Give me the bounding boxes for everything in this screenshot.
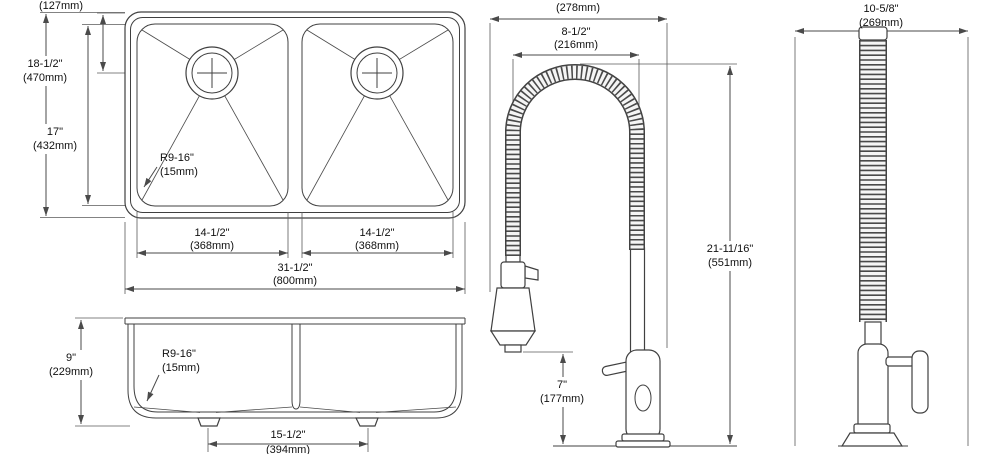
dim-spray-clearance-mm-label: (177mm) [540,393,584,405]
sink-outer-rim [124,11,466,219]
dim-bowl-front-back-in-label: 17" [47,126,63,138]
sink-front-divider [291,324,301,410]
dim-faucet-height-mm-label: (551mm) [708,257,752,269]
spray-head-trigger [524,265,539,281]
leader-corner-radius [143,166,158,188]
dim-side-overall-width-in-label: 10-5/8" [863,3,898,15]
dim-corner-radius-mm-label: (15mm) [160,166,198,178]
side-handle-paddle [911,350,929,414]
dim-spout-reach-mm-label: (216mm) [554,39,598,51]
dim-bowl-depth-in-label: 9" [66,352,76,364]
sink-inner-rim [130,17,460,213]
spray-head-cone [490,287,536,332]
sink-front-inner-profile [133,324,457,413]
dim-drain-spacing-mm-label: (394mm) [266,444,310,454]
dim-corner-radius-in-label: R9-16" [160,152,194,164]
side-handle-stem [885,356,915,367]
sink-front-view: 9" (229mm) R9-16" (15mm) 15-1/2" (394mm) [40,317,466,454]
dim-spout-reach-in-label: 8-1/2" [562,26,591,38]
faucet-side-view: 10-5/8" (269mm) [794,3,969,447]
dim-spray-clearance-in-label: 7" [557,379,567,391]
dim-faucet-height-in-label: 21-11/16" [707,243,754,255]
left-drain-front [197,417,221,427]
dim-faucet-overall-width-mm-label: (278mm) [556,2,600,14]
right-bowl [301,23,454,207]
dim-bowl-front-back-mm-label: (432mm) [33,140,77,152]
dim-rim-to-drain-mm-label: (127mm) [39,0,83,12]
dim-drain-spacing-in-label: 15-1/2" [270,429,305,441]
faucet-base-collar [621,433,665,442]
dim-right-bowl-width-in-label: 14-1/2" [359,227,394,239]
spray-head-nozzle [504,344,522,353]
faucet-riser-pipe [629,247,646,355]
dim-left-bowl-width-mm-label: (368mm) [190,240,234,252]
faucet-body-detail [634,384,652,412]
dim-right-bowl-width-mm-label: (368mm) [355,240,399,252]
spring-coil-arch [505,64,645,256]
side-coil-connector [864,321,882,347]
left-drain-inner [191,52,233,94]
left-bowl [136,23,289,207]
side-base-collar [853,423,891,434]
sink-front-outer-profile [127,324,463,419]
dim-bowl-depth-mm-label: (229mm) [49,366,93,378]
right-drain-inner [356,52,398,94]
dim-overall-depth-mm-label: (470mm) [23,72,67,84]
dim-front-corner-radius-in-label: R9-16" [162,348,196,360]
dim-front-corner-radius-mm-label: (15mm) [162,362,200,374]
dim-side-overall-width-mm-label: (269mm) [859,17,903,29]
faucet-front-view: (278mm) 8-1/2" (216mm) 21-11/16" (551mm)… [489,2,764,448]
sink-top-view: (127mm) 18-1/2" (470mm) 17" (432mm) R9-1… [17,0,466,294]
leader-front-corner-radius [146,374,160,402]
side-faucet-body [857,343,889,435]
dim-overall-width-in-label: 31-1/2" [277,262,312,274]
dim-overall-width-mm-label: (800mm) [273,275,317,287]
faucet-body [625,349,661,441]
spray-head-band [489,330,537,346]
spray-head-upper [500,261,526,289]
right-drain-front [355,417,379,427]
dim-overall-depth-in-label: 18-1/2" [27,58,62,70]
dim-left-bowl-width-in-label: 14-1/2" [194,227,229,239]
faucet-base-plate [615,440,671,448]
side-base-plate [840,432,904,447]
